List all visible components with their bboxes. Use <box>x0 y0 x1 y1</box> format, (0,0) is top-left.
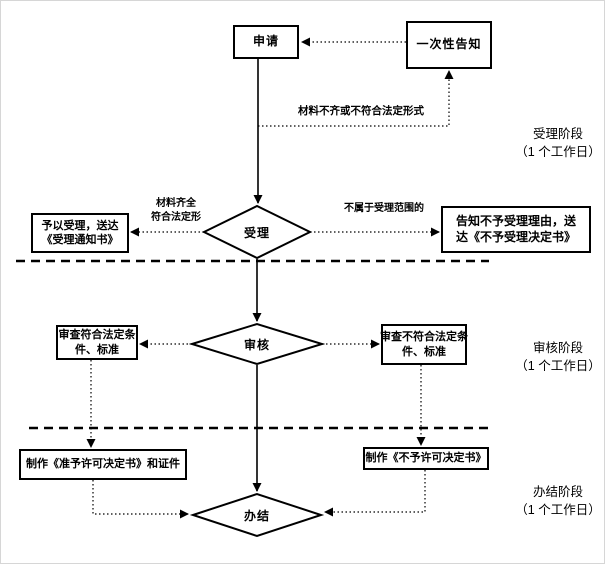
apply-label: 申请 <box>252 34 279 49</box>
reject-accept-line2: 达《不予受理决定书》 <box>455 229 576 244</box>
accept-stage-line1: 受理阶段 <box>532 127 583 141</box>
grant-accept-line1: 予以受理，送达 <box>41 219 119 232</box>
accept-stage-line2: （1 个工作日） <box>515 145 601 160</box>
complete-stage-line2: （1 个工作日） <box>515 503 601 518</box>
accept-diamond <box>201 204 313 260</box>
review-pass-line2: 件、标准 <box>75 343 119 356</box>
review-pass-line1: 审查符合法定条 <box>58 329 136 342</box>
reject-accept-line1: 告知不予受理理由，送 <box>455 213 576 228</box>
apply-box: 申请 <box>233 25 299 59</box>
one-time-notice-label: 一次性告知 <box>416 37 482 52</box>
review-fail-line2: 件、标准 <box>402 345 446 358</box>
reject-accept-box: 告知不予受理理由，送 达《不予受理决定书》 <box>441 206 591 253</box>
complete-diamond <box>189 492 325 538</box>
review-stage-label: 审核阶段 （1 个工作日） <box>511 339 604 375</box>
review-diamond-label: 审核 <box>243 337 270 352</box>
make-denial-box: 制作《不予许可决定书》 <box>363 447 489 470</box>
complete-stage-label: 办结阶段 （1 个工作日） <box>511 483 604 519</box>
materials-complete-line2: 符合法定形 <box>151 212 201 223</box>
accept-diamond-label: 受理 <box>243 225 270 240</box>
complete-diamond-label: 办结 <box>243 508 270 523</box>
review-stage-line1: 审核阶段 <box>532 341 583 355</box>
review-fail-box: 审查不符合法定条 件、标准 <box>380 324 468 365</box>
one-time-notice-box: 一次性告知 <box>406 21 492 69</box>
materials-complete-label: 材料齐全 符合法定形 <box>137 197 215 225</box>
make-denial-label: 制作《不予许可决定书》 <box>365 452 487 465</box>
accept-stage-label: 受理阶段 （1 个工作日） <box>511 125 604 161</box>
grant-accept-line2: 《受理通知书》 <box>41 234 119 246</box>
grant-accept-box: 予以受理，送达 《受理通知书》 <box>31 213 129 253</box>
edge-denial-to-complete <box>324 470 426 517</box>
materials-complete-line1: 材料齐全 <box>156 198 196 209</box>
review-diamond <box>188 322 326 366</box>
out-of-scope-label: 不属于受理范围的 <box>344 203 424 214</box>
review-fail-line1: 审查不符合法定条 <box>380 331 468 344</box>
make-permit-label: 制作《准予许可决定书》和证件 <box>26 458 180 471</box>
review-stage-line2: （1 个工作日） <box>515 359 601 374</box>
complete-stage-line1: 办结阶段 <box>532 485 583 499</box>
materials-incomplete-label: 材料不齐或不符合法定形式 <box>298 105 424 117</box>
edge-permit-to-complete <box>92 480 189 519</box>
review-pass-box: 审查符合法定条 件、标准 <box>56 325 138 360</box>
make-permit-box: 制作《准予许可决定书》和证件 <box>19 449 187 480</box>
